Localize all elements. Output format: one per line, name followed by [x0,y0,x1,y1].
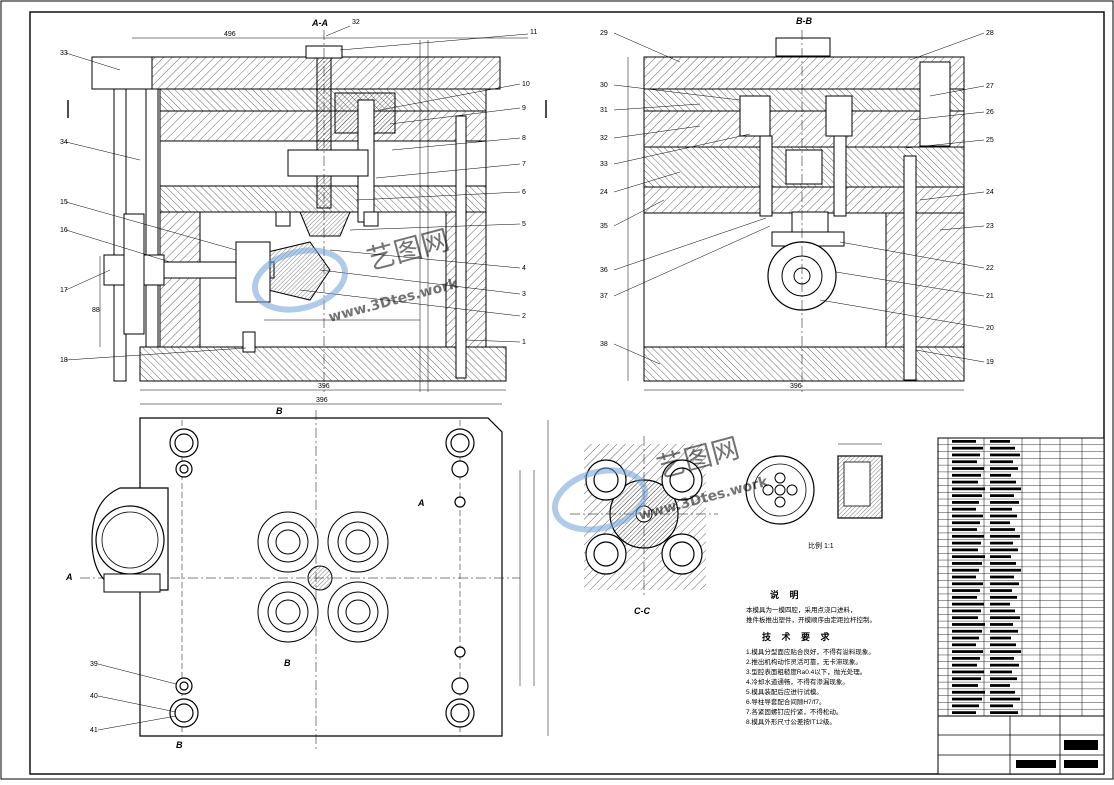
tech-req-3: 4.冷却水道通畅，不得有渗漏现象。 [746,677,849,686]
callout-rr-6: 22 [986,265,994,272]
callout-mid-4: 33 [600,161,608,168]
callout-left-2: 15 [60,199,68,206]
callout-mid-0: 29 [600,30,608,37]
tech-title: 技 术 要 求 [762,631,834,642]
section-view-aa: A-A [60,18,547,392]
section-label-aa: A-A [311,18,328,28]
callout-right-6: 4 [522,265,526,272]
section-label-cc: C-C [634,606,650,616]
callout-right-0: 10 [522,81,530,88]
scale-note: 比例 1:1 [808,541,834,550]
callout-rr-3: 25 [986,137,994,144]
callout-top-0: 32 [352,19,360,26]
callout-rr-7: 21 [986,293,994,300]
watermark-brand-1: 艺图网 [363,223,453,277]
callout-mid-8: 37 [600,293,608,300]
callout-right-3: 7 [522,161,526,168]
notes-line-1: 推件板推出塑件，开模顺序由定距拉杆控制。 [746,615,876,624]
callout-right-7: 3 [522,291,526,298]
tech-req-7: 8.模具外形尺寸公差按IT12级。 [746,717,836,726]
callout-right-8: 2 [522,313,526,320]
tech-req-4: 5.模具装配后应进行试模。 [746,687,823,696]
callout-rr-1: 27 [986,83,994,90]
section-mark-a-left: A [65,572,73,582]
section-mark-a-right: A [417,498,425,508]
callout-rr-0: 28 [986,30,994,37]
callout-mid-5: 24 [600,189,608,196]
tech-req-0: 1.模具分型面应贴合良好，不得有溢料现象。 [746,647,875,656]
callout-mid-7: 36 [600,267,608,274]
callout-bottom-2: 41 [90,727,98,734]
callout-left-0: 33 [60,50,68,57]
svg-text:396: 396 [318,383,330,390]
callout-mid-1: 30 [600,82,608,89]
callout-right-2: 8 [522,135,526,142]
callout-right-9: 1 [522,339,526,346]
callout-rr-5: 23 [986,223,994,230]
watermark-url-1: www.3Dtes.work [327,276,460,326]
svg-text:396: 396 [316,397,328,404]
callout-left-3: 16 [60,227,68,234]
section-mark-b-bottom: B [176,740,183,750]
callout-rr-2: 26 [986,109,994,116]
callout-bottom-1: 40 [90,693,98,700]
callout-right-5: 5 [522,221,526,228]
callout-left-4: 17 [60,287,68,294]
callout-mid-6: 35 [600,223,608,230]
callout-mid-2: 31 [600,107,608,114]
notes-title: 说 明 [770,589,803,600]
section-mark-b-mid: B [284,658,291,668]
callout-rr-4: 24 [986,189,994,196]
callout-rr-8: 20 [986,325,994,332]
part-detail-views: 比例 1:1 [745,443,883,550]
tech-req-5: 6.导柱导套配合间隙H7/f7。 [746,697,825,706]
callout-top-1: 11 [530,29,537,36]
plan-view: 396 [65,397,549,752]
tech-req-6: 7.各紧固螺钉应拧紧，不得松动。 [746,707,842,716]
inner-border [29,11,1105,775]
callout-right-1: 9 [522,105,526,112]
tech-req-1: 2.推出机构动作灵活可靠，无卡滞现象。 [746,657,862,666]
notes-block: 说 明 本模具为一模四腔，采用点浇口进料， 推件板推出塑件，开模顺序由定距拉杆控… [746,589,876,726]
notes-line-0: 本模具为一模四腔，采用点浇口进料， [746,605,857,614]
callout-rr-9: 19 [986,359,994,366]
section-label-bb: B-B [796,16,812,26]
svg-text:396: 396 [790,383,802,390]
callout-mid-9: 38 [600,341,608,348]
callout-bottom-0: 39 [90,661,98,668]
tech-req-2: 3.型腔表面粗糙度Ra0.4以下，抛光处理。 [746,667,866,676]
section-mark-b-top: B [276,406,283,416]
callout-mid-3: 32 [600,135,608,142]
section-view-bb: B-B 396 [600,16,994,392]
title-block [937,715,1105,775]
callout-left-5: 18 [60,357,68,364]
svg-text:496: 496 [224,31,236,38]
callout-left-1: 34 [60,139,68,146]
callout-right-4: 6 [522,189,526,196]
svg-text:88: 88 [92,307,100,314]
parts-list-table [937,437,1105,717]
